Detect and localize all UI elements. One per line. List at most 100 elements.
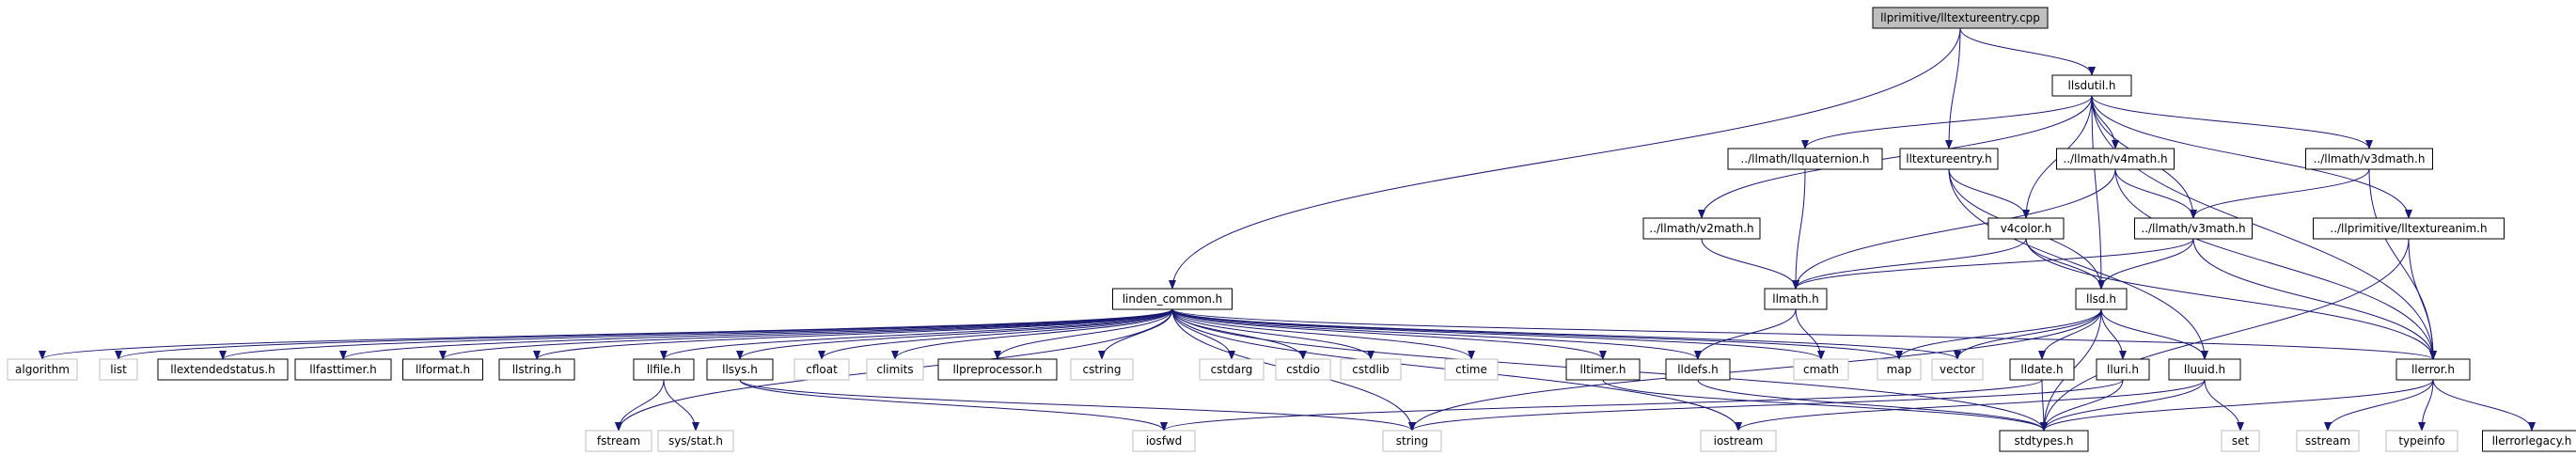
node-label-lldefs: lldefs.h — [1677, 363, 1719, 376]
edge-v3math-to-llerror — [2192, 238, 2437, 360]
node-box-algorithm — [7, 358, 78, 381]
node-label-iosfwd: iosfwd — [1146, 434, 1182, 448]
edge-quat-to-llmath — [1792, 168, 1806, 290]
node-fstream: fstream — [585, 430, 652, 452]
node-box-cstring — [1070, 358, 1134, 381]
node-llsd[interactable]: llsd.h — [2075, 288, 2128, 310]
node-lltexentry[interactable]: lltextureentry.h — [1899, 148, 1999, 170]
node-sysstat: sys/stat.h — [657, 430, 734, 452]
node-v3math[interactable]: ../llmath/v3math.h — [2134, 217, 2253, 240]
node-box-extstatus — [157, 358, 289, 381]
node-lluuid[interactable]: lluuid.h — [2168, 358, 2241, 381]
node-label-linden: linden_common.h — [1123, 292, 1223, 306]
node-label-fasttimer: llfasttimer.h — [309, 363, 377, 376]
edge-linden-to-llformat — [439, 308, 1173, 360]
node-linden[interactable]: linden_common.h — [1112, 288, 1233, 310]
node-texanim[interactable]: ../llprimitive/lltextureanim.h — [2313, 217, 2505, 240]
node-cstdlib: cstdlib — [1340, 358, 1402, 381]
node-box-iosfwd — [1132, 430, 1196, 452]
edge-lldate-to-stdtypes — [2039, 379, 2048, 432]
edge-linden-to-cfloat — [818, 308, 1173, 360]
node-label-fstream: fstream — [597, 434, 640, 448]
edge-lluuid-to-set — [2204, 379, 2244, 432]
node-llmath[interactable]: llmath.h — [1764, 288, 1828, 310]
edge-linden-to-preproc — [994, 308, 1173, 360]
node-typeinfo: typeinfo — [2385, 430, 2458, 452]
node-label-v4math: ../llmath/v4math.h — [2063, 152, 2167, 165]
edge-lluri-to-string — [1408, 379, 2124, 432]
edge-v3dmath-to-llerror — [2368, 168, 2437, 360]
edge-root-to-lltexentry — [1945, 27, 1961, 149]
node-lltimer[interactable]: lltimer.h — [1565, 358, 1641, 381]
edge-llsdutil-to-v3dmath — [2091, 95, 2373, 149]
node-extstatus[interactable]: llextendedstatus.h — [157, 358, 289, 381]
node-label-iostream: iostream — [1714, 434, 1764, 448]
node-box-lluri — [2096, 358, 2150, 381]
node-box-sstream — [2296, 430, 2360, 452]
node-label-llsd: llsd.h — [2086, 292, 2116, 306]
node-label-algorithm: algorithm — [15, 363, 70, 376]
node-llsys[interactable]: llsys.h — [706, 358, 774, 381]
node-box-lldate — [2009, 358, 2075, 381]
node-box-quat — [1727, 148, 1883, 170]
node-label-stdtypes: stdtypes.h — [2014, 434, 2073, 448]
edge-root-to-llsdutil — [1959, 27, 2096, 76]
node-fasttimer[interactable]: llfasttimer.h — [294, 358, 392, 381]
edge-llsd-to-map — [1895, 308, 2102, 360]
node-quat[interactable]: ../llmath/llquaternion.h — [1727, 148, 1883, 170]
node-stdtypes[interactable]: stdtypes.h — [1999, 430, 2089, 452]
node-v4color[interactable]: v4color.h — [1987, 217, 2065, 240]
node-box-ctime — [1444, 358, 1499, 381]
node-label-preproc: llpreprocessor.h — [952, 363, 1042, 376]
edge-linden-to-llfile — [660, 308, 1173, 360]
node-lldate[interactable]: lldate.h — [2009, 358, 2075, 381]
edge-v2math-to-llmath — [1701, 238, 1799, 290]
node-label-texanim: ../llprimitive/lltextureanim.h — [2330, 222, 2487, 235]
node-preproc[interactable]: llpreprocessor.h — [937, 358, 1058, 381]
node-sstream: sstream — [2296, 430, 2360, 452]
node-v2math[interactable]: ../llmath/v2math.h — [1642, 217, 1761, 240]
edge-texanim-to-llerror — [2408, 238, 2437, 360]
node-box-sysstat — [657, 430, 734, 452]
node-cstdio: cstdio — [1275, 358, 1331, 381]
node-llsdutil[interactable]: llsdutil.h — [2051, 74, 2132, 97]
edge-llsd-to-lluuid — [2100, 308, 2208, 360]
node-box-cstdarg — [1199, 358, 1264, 381]
node-v3dmath[interactable]: ../llmath/v3dmath.h — [2305, 148, 2433, 170]
node-box-fasttimer — [294, 358, 392, 381]
node-llfile[interactable]: llfile.h — [633, 358, 695, 381]
edge-linden-to-llsys — [736, 308, 1173, 360]
edge-v4math-to-llmath — [1792, 168, 2116, 290]
edge-v4math-to-llerror — [2114, 168, 2437, 360]
node-errlegacy[interactable]: llerrorlegacy.h — [2482, 430, 2576, 452]
node-label-map: map — [1887, 363, 1912, 376]
node-box-lluuid — [2168, 358, 2241, 381]
node-label-climits: climits — [876, 363, 913, 376]
node-set: set — [2221, 430, 2260, 452]
node-label-cstdlib: cstdlib — [1352, 363, 1389, 376]
edge-lltexentry-to-lluuid — [1948, 168, 2208, 360]
node-box-cmath — [1793, 358, 1849, 381]
node-string: string — [1382, 430, 1442, 452]
node-label-set: set — [2232, 434, 2250, 448]
node-box-set — [2221, 430, 2260, 452]
node-llerror[interactable]: llerror.h — [2395, 358, 2471, 381]
node-llformat[interactable]: llformat.h — [402, 358, 483, 381]
node-llstring[interactable]: llstring.h — [498, 358, 575, 381]
node-vector: vector — [1931, 358, 1984, 381]
node-lldefs[interactable]: lldefs.h — [1665, 358, 1731, 381]
node-box-vector — [1931, 358, 1984, 381]
node-box-llsdutil — [2051, 74, 2132, 97]
node-box-errlegacy — [2482, 430, 2576, 452]
node-root[interactable]: llprimitive/lltextureentry.cpp — [1872, 7, 2049, 29]
node-box-v4math — [2056, 148, 2175, 170]
edge-linden-to-climits — [891, 308, 1173, 360]
node-v4math[interactable]: ../llmath/v4math.h — [2056, 148, 2175, 170]
node-label-cstdio: cstdio — [1286, 363, 1320, 376]
edge-llsdutil-to-llerror — [2091, 95, 2437, 360]
node-label-lluuid: lluuid.h — [2184, 363, 2225, 376]
edge-linden-to-llerror — [1171, 308, 2437, 360]
node-label-root: llprimitive/lltextureentry.cpp — [1880, 11, 2040, 24]
node-lluri[interactable]: lluri.h — [2096, 358, 2150, 381]
